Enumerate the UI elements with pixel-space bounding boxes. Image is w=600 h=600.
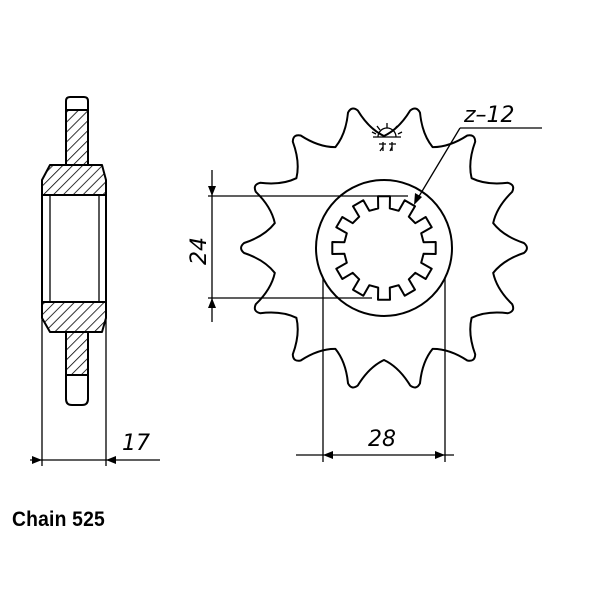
lower-tooth-profile xyxy=(65,374,89,406)
spline-arrow-bottom xyxy=(208,298,216,308)
thickness-label: 17 xyxy=(122,431,150,456)
front-view: z–12 24 28 xyxy=(187,103,542,462)
upper-tooth-hatch xyxy=(65,109,89,166)
lower-tooth-hatch xyxy=(65,331,89,376)
teeth-leader-arrow xyxy=(414,193,422,205)
bore-section xyxy=(41,194,107,303)
hub-diameter-label: 28 xyxy=(368,427,396,452)
thickness-arrow-left xyxy=(32,456,42,464)
teeth-count-label: z–12 xyxy=(463,103,515,128)
thickness-arrow-right xyxy=(106,456,116,464)
spline-arrow-top xyxy=(208,186,216,196)
upper-tooth-profile xyxy=(65,96,89,111)
hub-arrow-left xyxy=(323,451,333,459)
side-section-view: 17 xyxy=(30,96,160,466)
upper-hub-section xyxy=(41,164,107,196)
spline-bore-profile xyxy=(331,195,437,301)
chain-caption: Chain 525 xyxy=(12,508,105,531)
sprocket-outer-profile xyxy=(240,107,528,389)
lower-hub-section xyxy=(41,301,107,333)
teeth-leader-diagonal xyxy=(417,127,461,199)
sun-rays-logo xyxy=(371,123,403,152)
hub-arrow-right xyxy=(435,451,445,459)
spline-diameter-label: 24 xyxy=(187,237,212,265)
hub-circle xyxy=(315,179,453,317)
